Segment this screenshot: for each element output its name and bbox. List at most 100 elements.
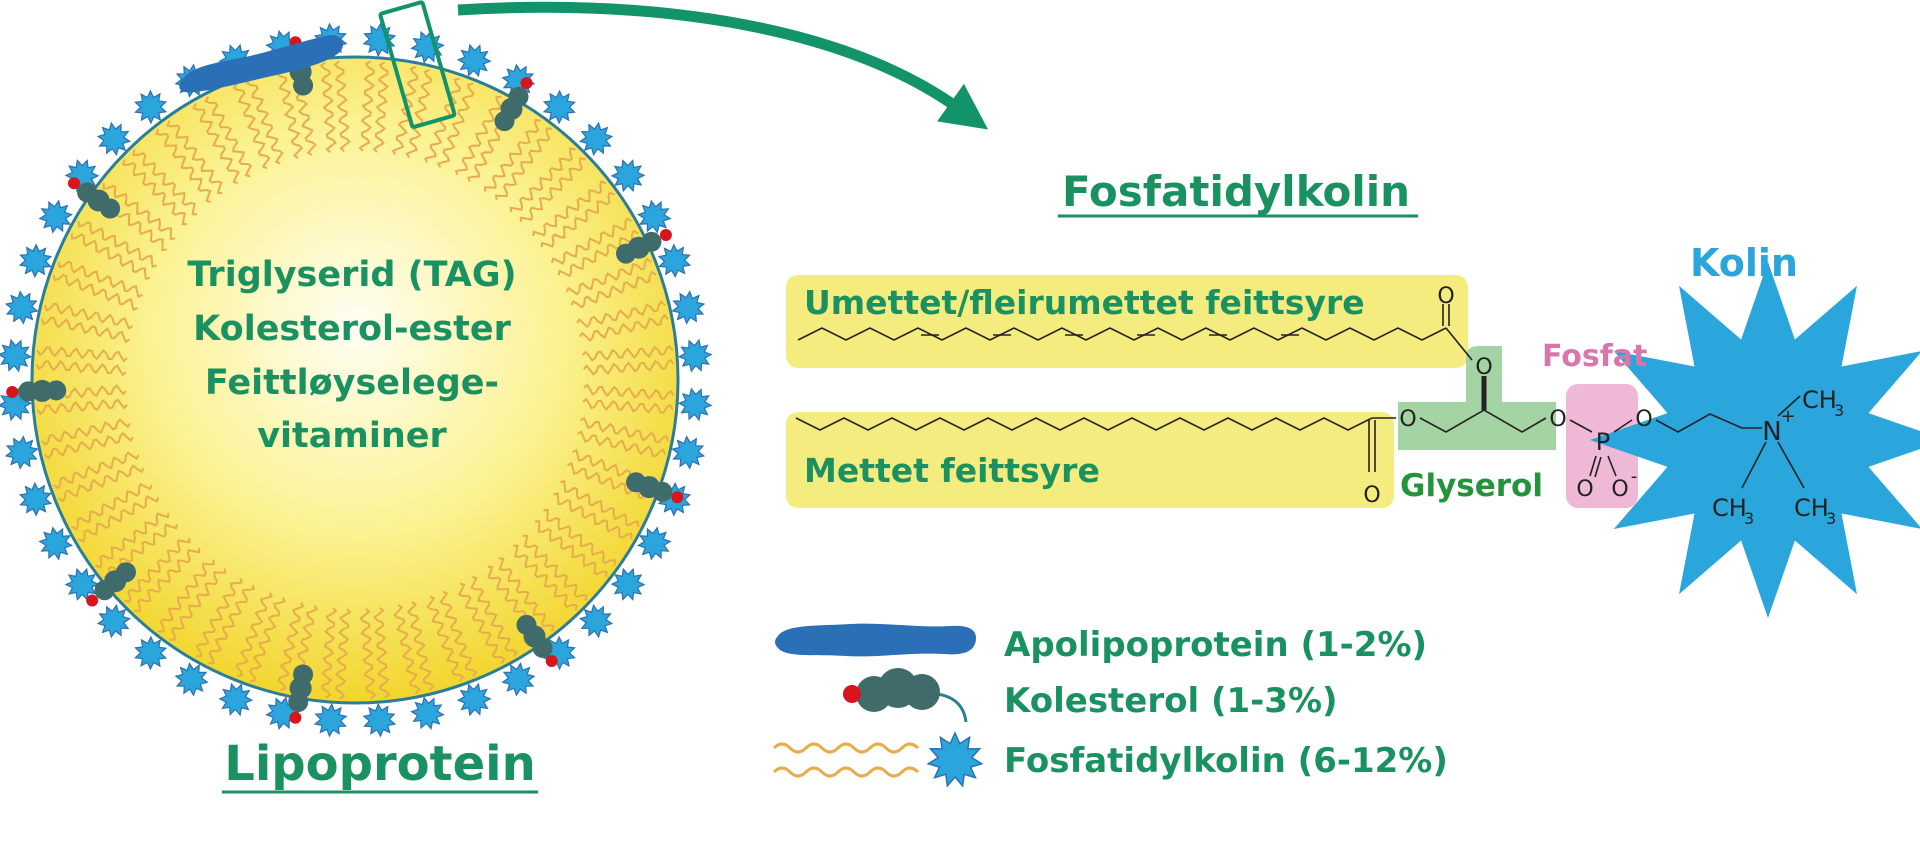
phospholipid-tail (195, 578, 243, 658)
phosphatidylcholine-head (542, 89, 576, 125)
phospholipid-tail (248, 597, 287, 683)
membrane-outline (30, 55, 680, 705)
phospholipid-tail (577, 430, 667, 458)
phospholipid-tail (532, 180, 607, 237)
unsaturated-fatty-acid-box (786, 275, 1468, 368)
cholesterol-molecule (68, 177, 121, 219)
phospholipid-tail (192, 102, 240, 185)
phospholipid-tail (122, 159, 188, 226)
phosphate-box (1566, 384, 1638, 508)
phospholipid-tail (557, 229, 639, 278)
phospholipid-tail (43, 302, 133, 330)
atom-p: P (1596, 428, 1610, 456)
lipoprotein-title: Lipoprotein (224, 736, 536, 792)
glycerol-label: Glyserol (1400, 468, 1543, 504)
phosphatidylcholine-head (0, 338, 33, 373)
phosphatidylcholine-head (677, 387, 713, 422)
cholesterol-molecule (6, 379, 67, 402)
phosphatidylcholine-icon-head (926, 731, 984, 788)
core-line-2: Kolesterol-ester (193, 309, 511, 349)
phospholipid-tail (372, 61, 389, 153)
ester-bond-1 (1445, 327, 1473, 361)
core-line-3: Feittløyselege- (205, 363, 499, 403)
atom-o-glycerol-phosphate: O (1549, 407, 1566, 432)
phospholipid-tail (454, 95, 502, 176)
nme-bond-up (1777, 395, 1801, 417)
phosphatidylcholine-title: Fosfatidylkolin (1062, 167, 1410, 216)
phospholipid-tail (550, 217, 633, 265)
glycerol-box (1398, 346, 1556, 450)
cholesterol-molecule (626, 472, 684, 504)
zoom-box (378, 0, 457, 129)
phospholipid-tail (534, 519, 608, 577)
phospholipid-tail (333, 60, 351, 152)
phosphatidylcholine-icon-tail-2 (772, 766, 920, 778)
phospholipid-tail (44, 431, 134, 460)
phosphatidylcholine-head (636, 199, 672, 234)
phospholipid-tail (406, 601, 435, 691)
phospholipid-tail (204, 96, 253, 178)
phospholipid-tail (522, 534, 588, 601)
phosphatidylcholine-head (671, 435, 706, 470)
methyl-top-sub: 3 (1834, 401, 1844, 420)
core-line-4: vitaminer (257, 416, 447, 456)
nme-bond-left (1741, 441, 1767, 489)
cholesterol-icon (843, 668, 968, 723)
choline-label: Kolin (1690, 241, 1798, 285)
core-contents: Triglyserid (TAG) Kolesterol-ester Feitt… (187, 255, 516, 456)
phospholipid-tail (509, 147, 576, 213)
phospholipid-tail (583, 383, 675, 400)
apolipoprotein-icon (775, 623, 976, 657)
atom-o-ester-2: O (1399, 407, 1416, 432)
saturated-fatty-acid-box (786, 412, 1394, 508)
phospholipid-tail (277, 602, 305, 692)
phospholipid-tail (559, 479, 640, 527)
phosphatidylcholine-head (610, 567, 646, 601)
po-minus-bond (1607, 455, 1617, 477)
nme-bond-right (1777, 441, 1805, 489)
po-bond-right (1613, 419, 1633, 433)
saturated-fatty-acid-label: Mettet feittsyre (804, 451, 1100, 490)
phosphatidylcholine-head (313, 702, 348, 738)
cholesterol-molecule (86, 562, 136, 607)
cholesterol-molecule (516, 614, 558, 667)
phosphatidylcholine-head (18, 243, 53, 279)
legend-label-cholesterol: Kolesterol (1-3%) (1004, 681, 1338, 721)
phospholipid-tail (405, 68, 433, 158)
atom-o-carbonyl-1: O (1437, 284, 1454, 309)
phospholipid-tail (58, 464, 145, 503)
phospholipid-tail (553, 492, 633, 540)
phospholipid-tail (40, 316, 130, 344)
cholesterol-molecule (616, 229, 672, 264)
legend-item-apolipoprotein: Apolipoprotein (1-2%) (775, 623, 1427, 665)
phospholipid-tail (57, 260, 143, 298)
phosphatidylcholine-head (578, 121, 614, 157)
unsaturated-chain (797, 327, 1447, 341)
phospholipid-tail (275, 69, 304, 159)
lipoprotein-particle (0, 0, 713, 738)
atom-n-charge: + (1780, 406, 1795, 427)
phosphatidylcholine-head (362, 702, 397, 738)
phosphatidylcholine-heads-layer (0, 22, 713, 738)
cholesterol-icon-tail (935, 692, 968, 723)
phospholipid-tail (470, 575, 518, 658)
methyl-left-sub: 3 (1744, 509, 1754, 528)
phosphatidylcholine-head (610, 159, 646, 193)
phospholipid-tail (570, 270, 657, 309)
phospholipid-tail (77, 495, 160, 543)
cholesterol-molecule (494, 77, 533, 132)
phospholipid-tail (358, 60, 375, 152)
po-bond-left (1569, 419, 1593, 433)
phospholipid-tail (426, 595, 465, 682)
phospholipid-tail (540, 191, 615, 248)
phosphatidylcholine-head (4, 290, 39, 325)
phospholipid-tail (208, 584, 256, 665)
phospholipid-tail (70, 233, 151, 281)
cholesterol-icon-oh (843, 685, 861, 703)
phospholipid-tail (393, 604, 422, 694)
legend-label-phosphatidylcholine: Fosfatidylkolin (6-12%) (1004, 741, 1448, 781)
methyl-right-ch: CH (1794, 494, 1829, 522)
phosphatidylcholine-icon (772, 731, 984, 788)
phospholipid-tail (582, 344, 674, 362)
